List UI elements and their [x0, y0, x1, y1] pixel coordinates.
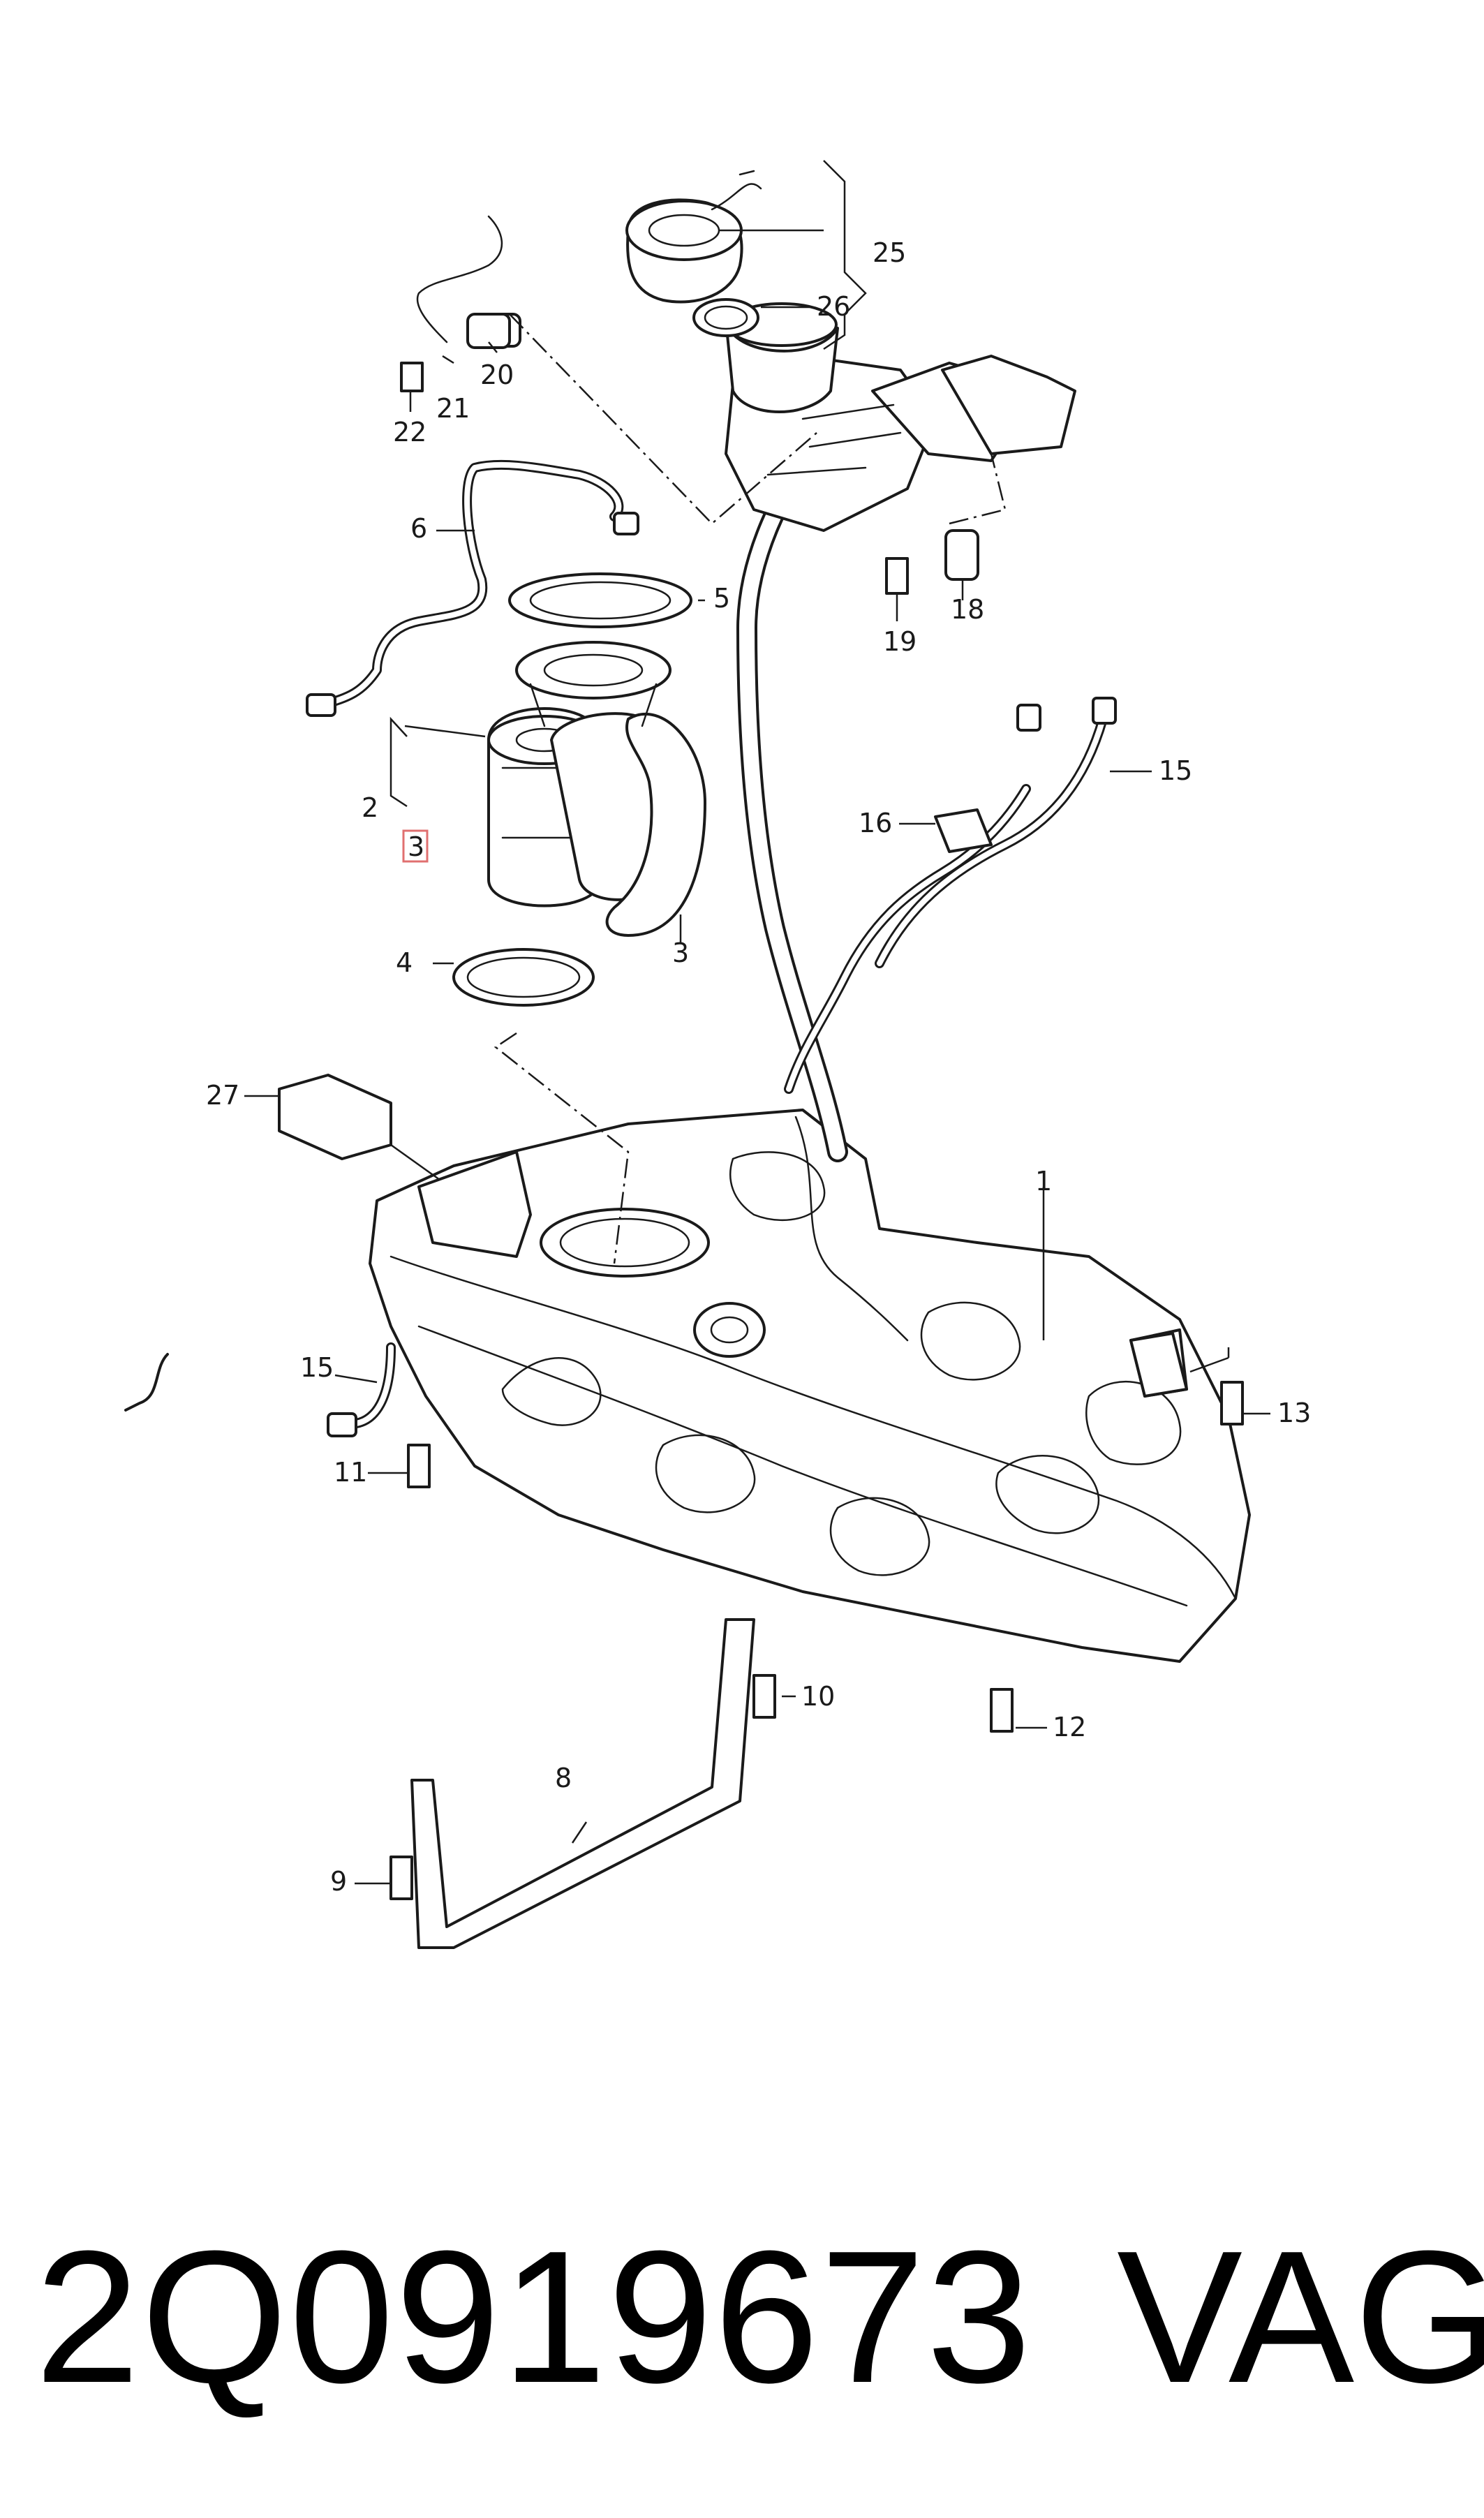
seal-rings	[452, 572, 692, 1007]
vent-line	[306, 459, 639, 717]
callout-2: 2	[362, 792, 378, 823]
part-number: 2Q0919673	[35, 2212, 1033, 2422]
clip	[934, 808, 993, 853]
callout-20: 20	[480, 360, 514, 390]
connector-cover	[278, 1074, 392, 1160]
callout-18: 18	[951, 594, 984, 625]
callout-3-highlight: 3	[408, 831, 424, 862]
exploded-parts-diagram: 1 2 3 3 4 5 6 8 9 10 11 12 13 15 15 16 1…	[124, 160, 1311, 1949]
callout-16: 16	[859, 808, 892, 838]
fuel-tank	[369, 1109, 1251, 1663]
callout-13: 13	[1277, 1398, 1311, 1428]
callout-27: 27	[206, 1080, 239, 1111]
callout-15-left: 15	[300, 1352, 334, 1383]
callout-26: 26	[817, 291, 850, 322]
tank-damper-13	[1129, 1332, 1188, 1398]
brand-name: VAG	[1117, 2212, 1484, 2422]
filler-cap-assembly	[625, 170, 762, 337]
callout-8: 8	[555, 1763, 572, 1793]
highlight-marker	[402, 829, 429, 863]
callout-25: 25	[873, 237, 906, 268]
callout-9: 9	[330, 1866, 347, 1897]
callout-3: 3	[672, 938, 689, 968]
callout-1: 1	[1035, 1166, 1052, 1197]
callout-4: 4	[396, 947, 413, 978]
callout-22: 22	[393, 417, 426, 447]
callout-19: 19	[883, 626, 917, 657]
callout-21: 21	[436, 393, 470, 424]
callout-10: 10	[801, 1681, 835, 1712]
callouts: 1 2 3 3 4 5 6 8 9 10 11 12 13 15 15 16 1…	[206, 237, 1311, 1897]
fuel-pump-module	[487, 641, 706, 937]
bolts	[389, 362, 1244, 1900]
leader-lines	[244, 160, 1270, 1885]
rubber-damper-20	[466, 313, 511, 349]
tank-strap	[410, 1618, 755, 1949]
assembly-lines	[494, 313, 1007, 1264]
callout-5: 5	[713, 583, 730, 614]
callout-11: 11	[334, 1457, 367, 1488]
filler-pipe	[725, 302, 1076, 1162]
callout-6: 6	[410, 513, 427, 544]
callout-15-right: 15	[1159, 755, 1192, 786]
rubber-damper-18	[944, 529, 979, 581]
callout-12: 12	[1053, 1712, 1086, 1742]
